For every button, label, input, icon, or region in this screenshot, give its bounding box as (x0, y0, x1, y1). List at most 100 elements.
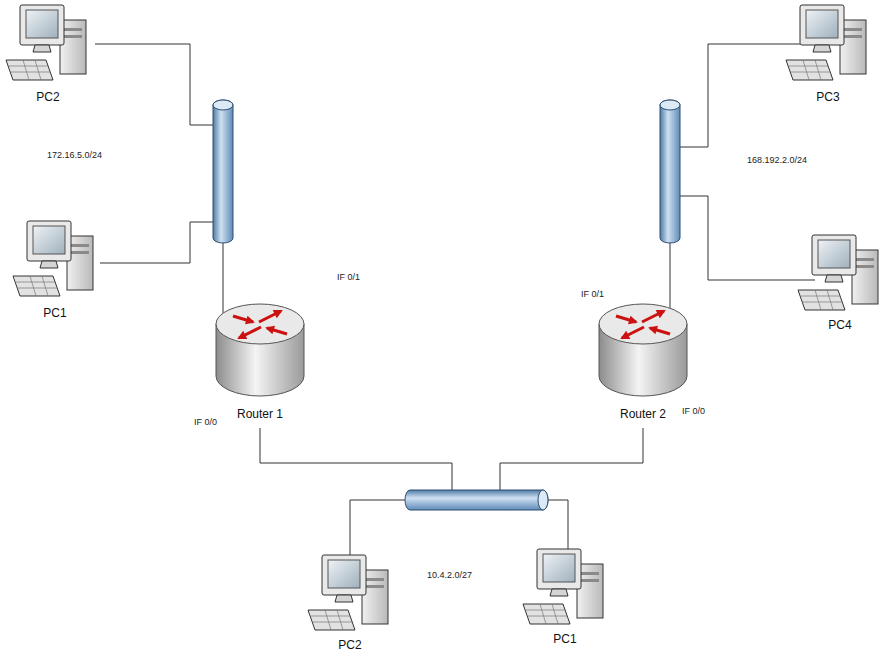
pc-keys (9, 60, 50, 80)
router-arrowhead (245, 316, 255, 325)
pc-stand (40, 261, 58, 268)
bus-end (213, 100, 233, 110)
subnet-label: 168.192.2.0/24 (746, 155, 808, 166)
pc-keyboard (798, 290, 845, 310)
computer-label: PC2 (0, 90, 98, 104)
pc-monitor (27, 221, 71, 261)
pc-keys (789, 60, 830, 80)
computer-node: PC2 (300, 552, 400, 652)
router-node: Router 1 (211, 302, 309, 421)
pc-keyboard (13, 276, 60, 296)
pc-monitor (20, 5, 64, 45)
computer-icon (519, 546, 611, 626)
computer-label: PC1 (515, 632, 615, 646)
pc-drive (366, 578, 384, 581)
bus-end (538, 490, 548, 510)
pc-keyboard (786, 60, 833, 80)
pc-drive (581, 572, 599, 575)
subnet-label: 172.16.5.0/24 (46, 150, 103, 161)
bus-body (213, 100, 233, 243)
computer-node: PC1 (515, 546, 615, 646)
pc-drive (64, 35, 82, 38)
computer-label: PC3 (778, 90, 878, 104)
pc-keys (311, 610, 352, 630)
computer-icon (2, 2, 94, 82)
pc-stand (335, 595, 353, 602)
router-arrowhead (237, 331, 247, 339)
pc-stand (33, 45, 51, 52)
interface-label: IF 0/1 (336, 272, 361, 283)
router-node: Router 2 (594, 302, 692, 421)
bus-body (660, 100, 680, 243)
router-icon (215, 302, 305, 397)
pc-screen (806, 10, 838, 38)
network-wire (260, 428, 452, 490)
pc-stand (813, 45, 831, 52)
pc-stand (825, 275, 843, 282)
pc-drive (844, 35, 862, 38)
pc-drive (856, 265, 874, 268)
pc-drive (856, 258, 874, 261)
router-arrowhead (265, 326, 275, 335)
pc-stand (550, 589, 568, 596)
pc-keys (16, 276, 57, 296)
pc-drive (71, 244, 89, 247)
router-top (599, 304, 687, 344)
pc-drive (71, 251, 89, 254)
router-icon (598, 302, 688, 397)
pc-keys (526, 604, 567, 624)
pc-screen (26, 10, 58, 38)
network-wire (100, 222, 213, 263)
router-arrowhead (620, 331, 630, 339)
network-wire (500, 428, 643, 490)
computer-label: PC2 (300, 638, 400, 652)
computer-icon (304, 552, 396, 632)
pc-keyboard (308, 610, 355, 630)
computer-label: PC1 (5, 306, 105, 320)
pc-monitor (812, 235, 856, 275)
pc-screen (543, 554, 575, 582)
pc-monitor (322, 555, 366, 595)
bus-body (405, 490, 548, 510)
router-arrowhead (648, 326, 658, 335)
computer-icon (794, 232, 886, 312)
interface-label: IF 0/1 (580, 289, 605, 300)
interface-label: IF 0/0 (193, 417, 218, 428)
network-wire (680, 196, 815, 280)
computer-node: PC3 (778, 2, 878, 104)
pc-drive (64, 28, 82, 31)
network-wire (680, 44, 800, 147)
interface-label: IF 0/0 (681, 406, 706, 417)
computer-node: PC4 (790, 232, 889, 332)
router-arrowhead (656, 310, 666, 318)
computer-node: PC1 (5, 218, 105, 320)
network-wire (95, 44, 213, 125)
pc-drive (366, 585, 384, 588)
computer-label: PC4 (790, 318, 889, 332)
router-label: Router 1 (211, 407, 309, 421)
computer-icon (9, 218, 101, 298)
network-wire (670, 243, 671, 314)
bus-segment (213, 100, 233, 243)
pc-monitor (537, 549, 581, 589)
router-top (216, 304, 304, 344)
pc-screen (818, 240, 850, 268)
router-arrowhead (273, 310, 283, 318)
router-arrowhead (628, 316, 638, 325)
pc-screen (33, 226, 65, 254)
computer-node: PC2 (0, 2, 98, 104)
pc-keys (801, 290, 842, 310)
bus-segment (405, 490, 548, 510)
computer-icon (782, 2, 874, 82)
pc-drive (581, 579, 599, 582)
router-label: Router 2 (594, 407, 692, 421)
pc-keyboard (6, 60, 53, 80)
network-wire (350, 500, 405, 560)
pc-drive (844, 28, 862, 31)
bus-end (660, 100, 680, 110)
pc-monitor (800, 5, 844, 45)
pc-keyboard (523, 604, 570, 624)
subnet-label: 10.4.2.0/27 (426, 570, 473, 581)
bus-segment (660, 100, 680, 243)
